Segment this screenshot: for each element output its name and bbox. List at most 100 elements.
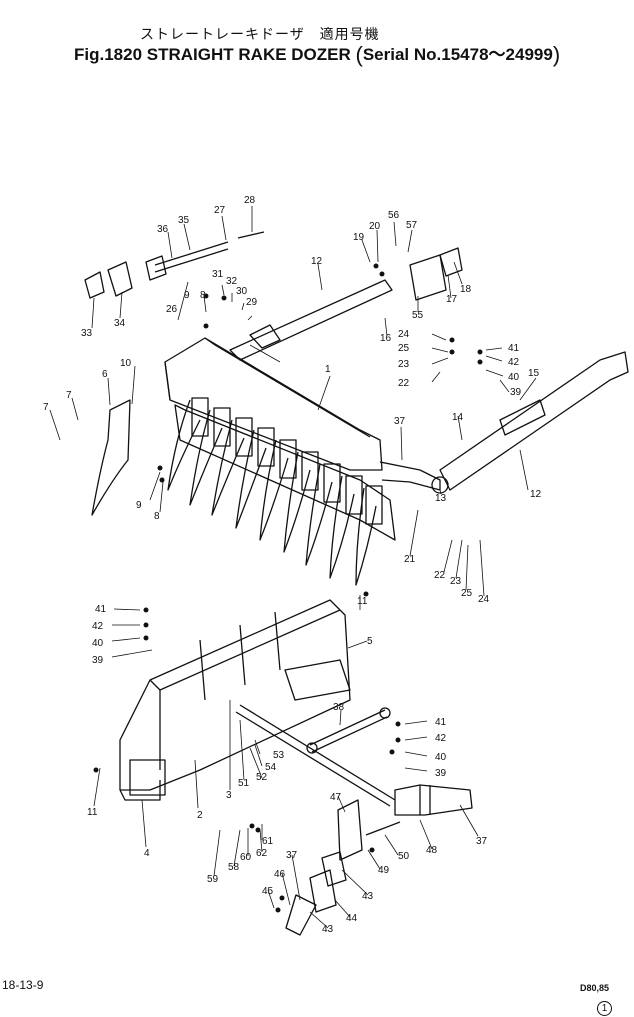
callout-12a: 12 <box>311 256 323 267</box>
callout-55: 55 <box>412 310 424 321</box>
callout-33: 33 <box>81 328 93 339</box>
callout-31: 31 <box>212 269 224 280</box>
callout-42c: 42 <box>435 733 447 744</box>
hardware-dots <box>93 263 483 913</box>
callout-46: 46 <box>274 869 286 880</box>
callout-27: 27 <box>214 205 226 216</box>
japanese-title: ストレートレーキドーザ 適用号機 <box>140 24 380 44</box>
callout-2: 2 <box>197 810 203 821</box>
callout-21: 21 <box>404 554 416 565</box>
callout-54: 54 <box>265 762 277 773</box>
callout-11b: 11 <box>87 807 98 818</box>
callout-22a: 22 <box>398 378 410 389</box>
callout-59: 59 <box>207 874 219 885</box>
callout-13: 13 <box>435 493 447 504</box>
callout-7a: 7 <box>66 390 72 401</box>
callout-11a: 11 <box>357 596 368 607</box>
callout-40c: 40 <box>435 752 447 763</box>
figure-number: Fig.1820 <box>74 45 143 64</box>
japanese-title-text: ストレートレーキドーザ <box>140 26 305 42</box>
callout-29: 29 <box>246 297 258 308</box>
callout-41a: 41 <box>508 343 520 354</box>
callout-43b: 43 <box>322 924 334 935</box>
header: ストレートレーキドーザ 適用号機 Fig.1820 STRAIGHT RAKE … <box>0 0 634 70</box>
callout-45: 45 <box>262 886 274 897</box>
callout-16: 16 <box>380 333 392 344</box>
callout-35: 35 <box>178 215 190 226</box>
callout-60: 60 <box>240 852 252 863</box>
callout-49: 49 <box>378 865 390 876</box>
callout-23a: 23 <box>398 359 410 370</box>
callout-labels: 1 2 3 4 5 6 7 7 8 8 9 9 10 11 11 12 12 1… <box>43 195 542 935</box>
japanese-serial-text: 適用号機 <box>319 26 380 42</box>
callout-37a: 37 <box>394 416 406 427</box>
callout-61: 61 <box>262 836 274 847</box>
callout-6: 6 <box>102 369 108 380</box>
callout-47: 47 <box>330 792 342 803</box>
callout-24a: 24 <box>398 329 410 340</box>
callout-15: 15 <box>528 368 540 379</box>
page-code: 18-13-9 <box>2 978 44 992</box>
callout-18: 18 <box>460 284 472 295</box>
callout-28: 28 <box>244 195 256 206</box>
callout-32: 32 <box>226 276 238 287</box>
callout-19: 19 <box>353 232 365 243</box>
callout-30: 30 <box>236 286 248 297</box>
callout-42b: 42 <box>92 621 104 632</box>
callout-36: 36 <box>157 224 169 235</box>
callout-57: 57 <box>406 220 418 231</box>
callout-62: 62 <box>256 848 268 859</box>
callout-42a: 42 <box>508 357 520 368</box>
callout-24b: 24 <box>478 594 490 605</box>
callout-9b: 9 <box>184 290 190 301</box>
callout-7b: 7 <box>43 402 49 413</box>
callout-40a: 40 <box>508 372 520 383</box>
callout-40b: 40 <box>92 638 104 649</box>
callout-44: 44 <box>346 913 358 924</box>
callout-3: 3 <box>226 790 232 801</box>
callout-38: 38 <box>333 702 345 713</box>
callout-12b: 12 <box>530 489 542 500</box>
callout-26: 26 <box>166 304 178 315</box>
revision-number: 1 <box>597 1001 612 1016</box>
callout-48: 48 <box>426 845 438 856</box>
leader-lines <box>49 206 537 929</box>
figure-title: Fig.1820 STRAIGHT RAKE DOZER (Serial No.… <box>74 40 561 67</box>
callout-58: 58 <box>228 862 240 873</box>
callout-14: 14 <box>452 412 464 423</box>
callout-17: 17 <box>446 294 458 305</box>
callout-52: 52 <box>256 772 268 783</box>
callout-8a: 8 <box>154 511 160 522</box>
callout-23b: 23 <box>450 576 462 587</box>
callout-25a: 25 <box>398 343 410 354</box>
callout-53: 53 <box>273 750 285 761</box>
callout-9a: 9 <box>136 500 142 511</box>
callout-37c: 37 <box>286 850 298 861</box>
callout-1: 1 <box>325 364 331 375</box>
callout-50: 50 <box>398 851 410 862</box>
callout-43a: 43 <box>362 891 374 902</box>
callout-5: 5 <box>367 636 373 647</box>
callout-25b: 25 <box>461 588 473 599</box>
serial-range: 15478～24999 <box>441 45 553 64</box>
callout-41b: 41 <box>95 604 107 615</box>
upper-rake-frame <box>84 231 629 586</box>
callout-39b: 39 <box>92 655 104 666</box>
callout-10: 10 <box>120 358 132 369</box>
callout-8b: 8 <box>200 290 206 301</box>
callout-20: 20 <box>369 221 381 232</box>
callout-22b: 22 <box>434 570 446 581</box>
model-code: D80,85 <box>580 983 610 993</box>
callout-37b: 37 <box>476 836 488 847</box>
open-paren: ( <box>355 42 363 67</box>
figure-name: STRAIGHT RAKE DOZER <box>146 45 351 64</box>
lower-frame <box>119 599 473 936</box>
close-paren: ) <box>552 42 561 67</box>
callout-39c: 39 <box>435 768 447 779</box>
callout-34: 34 <box>114 318 126 329</box>
revision-marker: 1 <box>597 1000 612 1016</box>
callout-41c: 41 <box>435 717 447 728</box>
serial-label: Serial No. <box>362 45 442 64</box>
callout-39a: 39 <box>510 387 522 398</box>
